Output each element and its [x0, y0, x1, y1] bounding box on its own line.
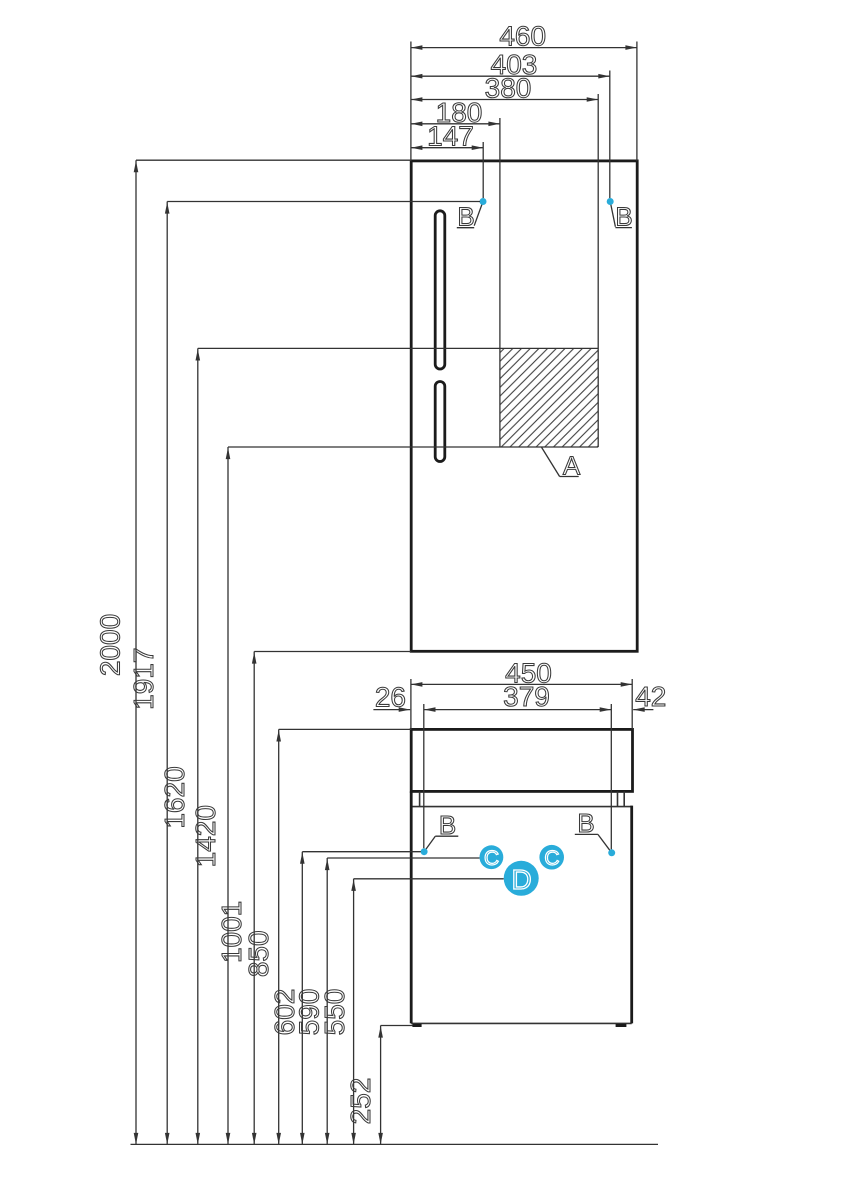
- svg-text:460: 460: [499, 21, 546, 52]
- svg-text:1917: 1917: [128, 648, 159, 710]
- svg-text:550: 550: [319, 989, 350, 1036]
- svg-text:602: 602: [269, 989, 300, 1036]
- svg-text:1001: 1001: [216, 901, 247, 963]
- svg-text:B: B: [439, 810, 456, 840]
- svg-text:2000: 2000: [95, 614, 126, 676]
- svg-text:1620: 1620: [159, 766, 190, 828]
- svg-text:B: B: [577, 808, 594, 838]
- svg-text:1420: 1420: [190, 805, 221, 867]
- svg-text:180: 180: [436, 97, 483, 128]
- svg-text:252: 252: [345, 1078, 376, 1125]
- svg-text:42: 42: [635, 681, 666, 712]
- svg-text:850: 850: [243, 930, 274, 977]
- svg-text:403: 403: [491, 49, 538, 80]
- svg-text:C: C: [484, 847, 499, 870]
- svg-text:380: 380: [485, 73, 532, 104]
- svg-text:D: D: [511, 864, 531, 895]
- svg-text:A: A: [563, 450, 581, 480]
- svg-text:450: 450: [505, 657, 552, 688]
- svg-text:26: 26: [375, 682, 406, 713]
- svg-text:379: 379: [503, 681, 550, 712]
- svg-text:B: B: [457, 202, 474, 232]
- svg-text:B: B: [615, 202, 632, 232]
- svg-text:147: 147: [427, 121, 474, 152]
- svg-text:C: C: [544, 847, 559, 870]
- svg-text:590: 590: [293, 989, 324, 1036]
